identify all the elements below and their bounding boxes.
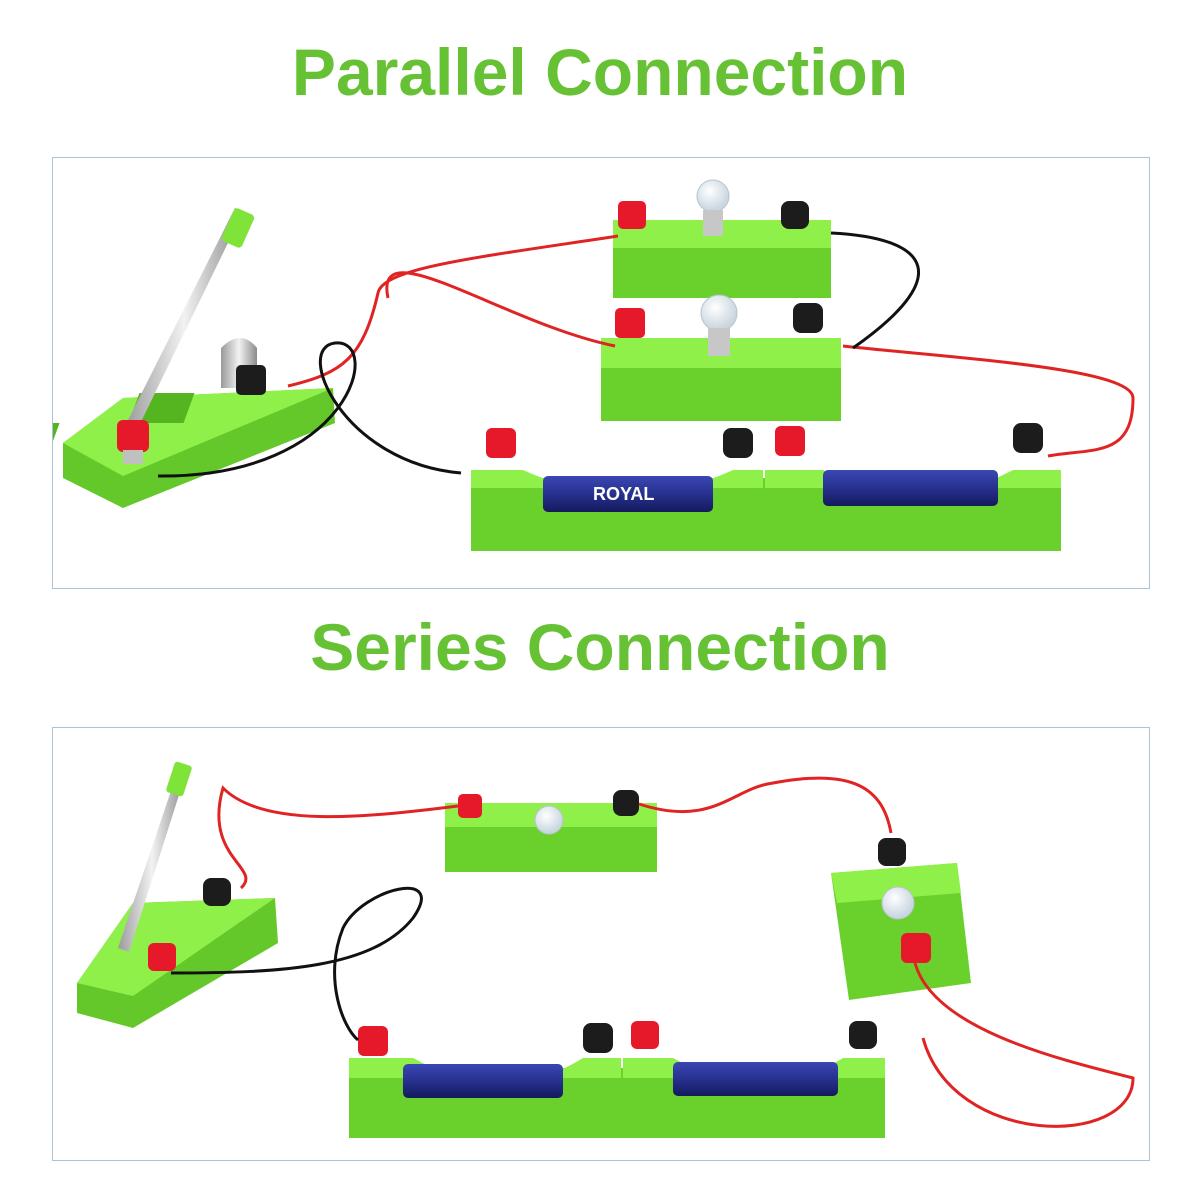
parallel-circuit-illustration: ROYAL [53, 179, 1135, 551]
wires [170, 776, 1135, 1128]
series-circuit-photo [52, 727, 1150, 1161]
battery-holders: ROYAL [471, 423, 1061, 551]
knife-switch [53, 208, 335, 508]
parallel-circuit-photo: ROYAL [52, 157, 1150, 589]
battery-brand-label: ROYAL [593, 484, 654, 504]
parallel-connection-title: Parallel Connection [291, 35, 909, 109]
lamp-holder-middle [601, 294, 841, 421]
series-connection-title: Series Connection [310, 610, 890, 684]
lamp-holder-top [613, 179, 831, 298]
lamp-holder-right [831, 838, 971, 1000]
knife-switch [77, 761, 278, 1028]
series-circuit-illustration [77, 761, 1135, 1138]
battery-holders [349, 1021, 885, 1138]
lamp-holder-top [445, 790, 657, 872]
wires [157, 231, 1135, 478]
